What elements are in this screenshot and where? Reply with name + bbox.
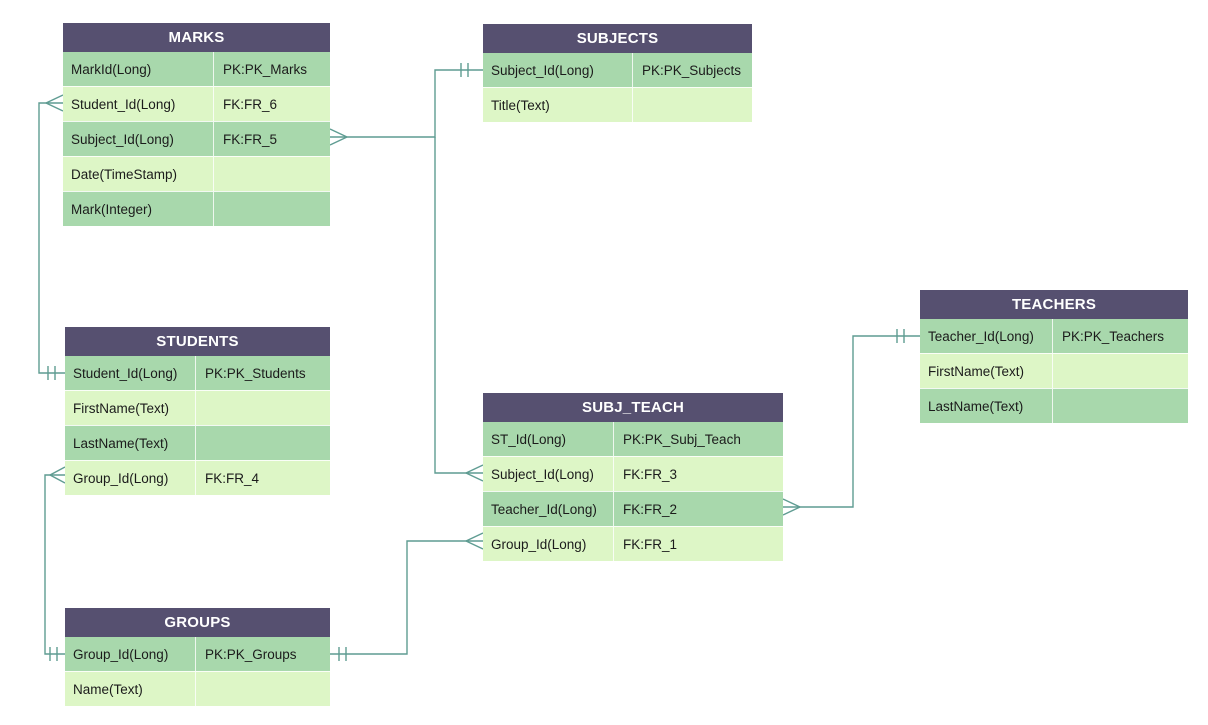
key-label: FK:FR_4 [195, 461, 330, 495]
field-name: FirstName(Text) [73, 400, 170, 416]
field-name: FirstName(Text) [928, 363, 1025, 379]
relation-marks-students[interactable] [38, 94, 65, 380]
table-title: SUBJECTS [483, 24, 752, 53]
entity-table-marks[interactable]: MARKS MarkId(Long) PK:PK_Marks Student_I… [63, 23, 330, 226]
field-name: Subject_Id(Long) [71, 131, 174, 147]
key-label: FK:FR_6 [213, 87, 330, 121]
key-label [1052, 389, 1188, 423]
field-name: Group_Id(Long) [73, 470, 169, 486]
key-label: PK:PK_Subjects [632, 53, 752, 87]
table-title: TEACHERS [920, 290, 1188, 319]
field-name: Teacher_Id(Long) [491, 501, 597, 517]
one-double-tick-icon [47, 366, 56, 380]
key-label: FK:FR_2 [613, 492, 783, 526]
field-name: LastName(Text) [928, 398, 1024, 414]
field-name: Student_Id(Long) [73, 365, 178, 381]
connector-line [330, 540, 483, 655]
key-label: PK:PK_Teachers [1052, 319, 1188, 353]
connector-line [38, 102, 65, 374]
crow-foot-many-icon [49, 466, 66, 484]
table-row: Title(Text) [483, 87, 752, 122]
field-name: Title(Text) [491, 97, 550, 113]
key-label [213, 192, 330, 226]
relation-marks-subjects[interactable] [329, 63, 483, 146]
table-row: Subject_Id(Long) FK:FR_3 [483, 456, 783, 491]
key-label: PK:PK_Students [195, 356, 330, 390]
table-row: LastName(Text) [65, 425, 330, 460]
table-row: Mark(Integer) [63, 191, 330, 226]
table-row: Group_Id(Long) PK:PK_Groups [65, 637, 330, 671]
table-title: MARKS [63, 23, 330, 52]
table-row: Teacher_Id(Long) FK:FR_2 [483, 491, 783, 526]
key-label: PK:PK_Subj_Teach [613, 422, 783, 456]
relation-students-groups[interactable] [44, 466, 66, 661]
crow-foot-many-icon [465, 532, 484, 550]
field-name: Date(TimeStamp) [71, 166, 178, 182]
table-row: LastName(Text) [920, 388, 1188, 423]
field-name: Subject_Id(Long) [491, 62, 594, 78]
field-name: LastName(Text) [73, 435, 169, 451]
key-label [195, 426, 330, 460]
key-label [1052, 354, 1188, 388]
relation-subjteach-teachers[interactable] [782, 329, 920, 516]
table-row: Subject_Id(Long) FK:FR_5 [63, 121, 330, 156]
key-label: PK:PK_Groups [195, 637, 330, 671]
field-name: Group_Id(Long) [73, 646, 169, 662]
key-label: FK:FR_1 [613, 527, 783, 561]
table-title: GROUPS [65, 608, 330, 637]
crow-foot-many-icon [45, 94, 64, 112]
connector-line [783, 335, 920, 508]
relation-subjteach-subjects[interactable] [434, 137, 484, 482]
field-name: Student_Id(Long) [71, 96, 176, 112]
connector-line [330, 69, 483, 138]
field-name: Name(Text) [73, 681, 143, 697]
connector-line [44, 474, 65, 655]
table-title: STUDENTS [65, 327, 330, 356]
entity-table-groups[interactable]: GROUPS Group_Id(Long) PK:PK_Groups Name(… [65, 608, 330, 706]
connector-line [434, 137, 483, 474]
table-row: Student_Id(Long) FK:FR_6 [63, 86, 330, 121]
one-double-tick-icon [896, 329, 905, 343]
table-row: Group_Id(Long) FK:FR_1 [483, 526, 783, 561]
key-label: FK:FR_3 [613, 457, 783, 491]
entity-table-subj-teach[interactable]: SUBJ_TEACH ST_Id(Long) PK:PK_Subj_Teach … [483, 393, 783, 561]
table-row: Teacher_Id(Long) PK:PK_Teachers [920, 319, 1188, 353]
crow-foot-many-icon [329, 128, 348, 146]
key-label [213, 157, 330, 191]
key-label: PK:PK_Marks [213, 52, 330, 86]
key-label: FK:FR_5 [213, 122, 330, 156]
field-name: MarkId(Long) [71, 61, 152, 77]
field-name: Group_Id(Long) [491, 536, 587, 552]
crow-foot-many-icon [782, 498, 801, 516]
key-label [195, 672, 330, 706]
field-name: ST_Id(Long) [491, 431, 567, 447]
one-double-tick-icon [460, 63, 469, 77]
one-double-tick-icon [338, 647, 347, 661]
table-row: MarkId(Long) PK:PK_Marks [63, 52, 330, 86]
crow-foot-many-icon [465, 464, 484, 482]
table-row: FirstName(Text) [920, 353, 1188, 388]
field-name: Teacher_Id(Long) [928, 328, 1034, 344]
table-row: Subject_Id(Long) PK:PK_Subjects [483, 53, 752, 87]
relation-subjteach-groups[interactable] [330, 532, 484, 661]
key-label [632, 88, 752, 122]
table-row: Name(Text) [65, 671, 330, 706]
entity-table-subjects[interactable]: SUBJECTS Subject_Id(Long) PK:PK_Subjects… [483, 24, 752, 122]
table-row: Group_Id(Long) FK:FR_4 [65, 460, 330, 495]
one-double-tick-icon [49, 647, 58, 661]
table-row: Date(TimeStamp) [63, 156, 330, 191]
table-row: ST_Id(Long) PK:PK_Subj_Teach [483, 422, 783, 456]
field-name: Subject_Id(Long) [491, 466, 594, 482]
table-row: FirstName(Text) [65, 390, 330, 425]
entity-table-teachers[interactable]: TEACHERS Teacher_Id(Long) PK:PK_Teachers… [920, 290, 1188, 423]
table-title: SUBJ_TEACH [483, 393, 783, 422]
entity-table-students[interactable]: STUDENTS Student_Id(Long) PK:PK_Students… [65, 327, 330, 495]
field-name: Mark(Integer) [71, 201, 153, 217]
table-row: Student_Id(Long) PK:PK_Students [65, 356, 330, 390]
key-label [195, 391, 330, 425]
